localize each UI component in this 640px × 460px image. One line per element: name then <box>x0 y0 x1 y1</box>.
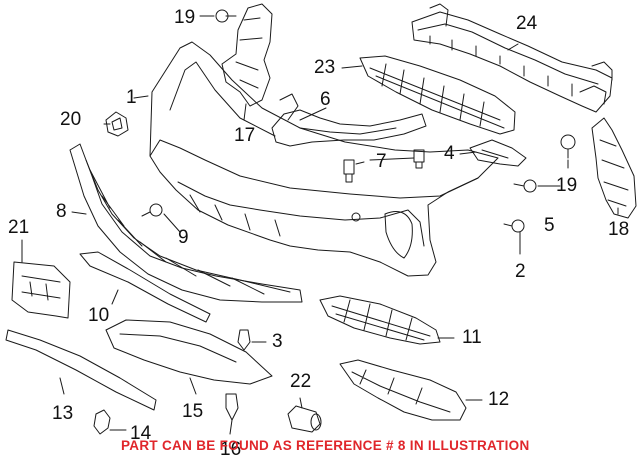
fog-lamp-housing <box>339 359 467 421</box>
callout-1: 1 <box>126 87 137 108</box>
callout-17: 17 <box>234 125 256 146</box>
callout-15: 15 <box>182 401 204 422</box>
callout-23: 23 <box>314 57 336 78</box>
callout-12: 12 <box>488 389 510 410</box>
callout-3: 3 <box>272 331 283 352</box>
lower-grille-trim <box>69 143 303 303</box>
small-bracket <box>469 139 527 167</box>
callout-24: 24 <box>516 13 538 34</box>
side-bracket <box>271 93 427 147</box>
callout-18: 18 <box>608 219 630 240</box>
fastener-19-right <box>560 134 576 159</box>
callout-9: 9 <box>178 227 189 248</box>
bumper-cover <box>149 41 499 277</box>
fastener-2 <box>503 219 525 233</box>
fastener-5 <box>513 179 537 193</box>
callout-21: 21 <box>8 217 30 238</box>
fastener-3 <box>237 329 251 351</box>
reference-note: PART CAN BE FOUND AS REFERENCE # 8 IN IL… <box>121 438 530 453</box>
fastener-7b <box>413 149 425 169</box>
right-support-bracket <box>591 117 637 219</box>
undercover-panel <box>105 319 273 385</box>
callout-19-right: 19 <box>556 175 578 196</box>
upper-grille <box>359 55 516 135</box>
left-support-bracket <box>221 3 273 107</box>
callout-10: 10 <box>88 305 110 326</box>
fastener-16 <box>225 393 239 421</box>
callout-7: 7 <box>376 151 387 172</box>
callout-11: 11 <box>462 327 482 348</box>
callout-14: 14 <box>130 423 152 444</box>
license-bracket <box>11 261 71 319</box>
small-cover <box>105 111 129 137</box>
callout-16: 16 <box>220 439 242 460</box>
fog-lamp-grille <box>319 295 441 345</box>
callout-13: 13 <box>52 403 74 424</box>
lower-lip-spoiler <box>5 329 157 411</box>
callout-6: 6 <box>320 89 331 110</box>
parking-sensor <box>287 405 322 433</box>
callout-4: 4 <box>444 143 455 164</box>
grille-strip <box>79 251 211 323</box>
callout-19-top: 19 <box>174 7 196 28</box>
callout-5: 5 <box>544 215 555 236</box>
fastener-7a <box>343 159 355 183</box>
callout-20: 20 <box>60 109 82 130</box>
callout-22: 22 <box>290 371 312 392</box>
callout-8: 8 <box>56 201 67 222</box>
fastener-19-top <box>215 9 237 23</box>
callout-2: 2 <box>515 261 526 282</box>
fastener-9 <box>141 203 163 217</box>
bumper-reinforcement <box>411 3 613 113</box>
fastener-14 <box>93 409 111 435</box>
leader-lines <box>21 15 619 435</box>
